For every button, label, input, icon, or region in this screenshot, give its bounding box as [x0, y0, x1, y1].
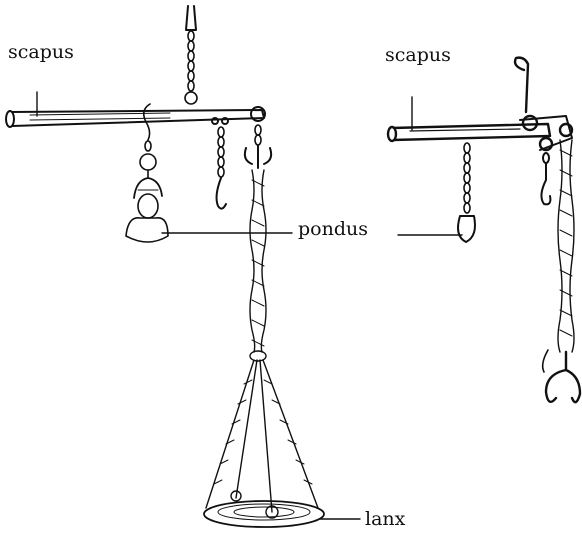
left-pondus-weight	[126, 104, 168, 242]
right-small-hook	[541, 153, 550, 204]
right-double-hook	[543, 350, 580, 402]
pondus-label: pondus	[298, 220, 368, 239]
right-steelyard	[388, 58, 580, 403]
scapus-label-right: scapus	[385, 46, 451, 65]
right-pondus-weight	[458, 143, 475, 242]
left-load-chain	[245, 125, 271, 168]
right-beam	[388, 116, 572, 150]
right-top-hook	[515, 58, 528, 112]
left-top-hook	[186, 6, 196, 30]
lanx-label: lanx	[365, 510, 405, 529]
leader-lines	[162, 233, 462, 519]
left-beam	[6, 107, 265, 127]
left-suspension-chain	[185, 31, 197, 104]
right-long-chain	[558, 140, 574, 352]
left-pan	[204, 501, 324, 527]
scapus-label-left: scapus	[8, 43, 74, 62]
left-hook-chain	[217, 127, 226, 209]
left-pan-chains	[206, 360, 318, 518]
left-main-rope	[250, 170, 266, 361]
left-steelyard	[6, 6, 324, 527]
